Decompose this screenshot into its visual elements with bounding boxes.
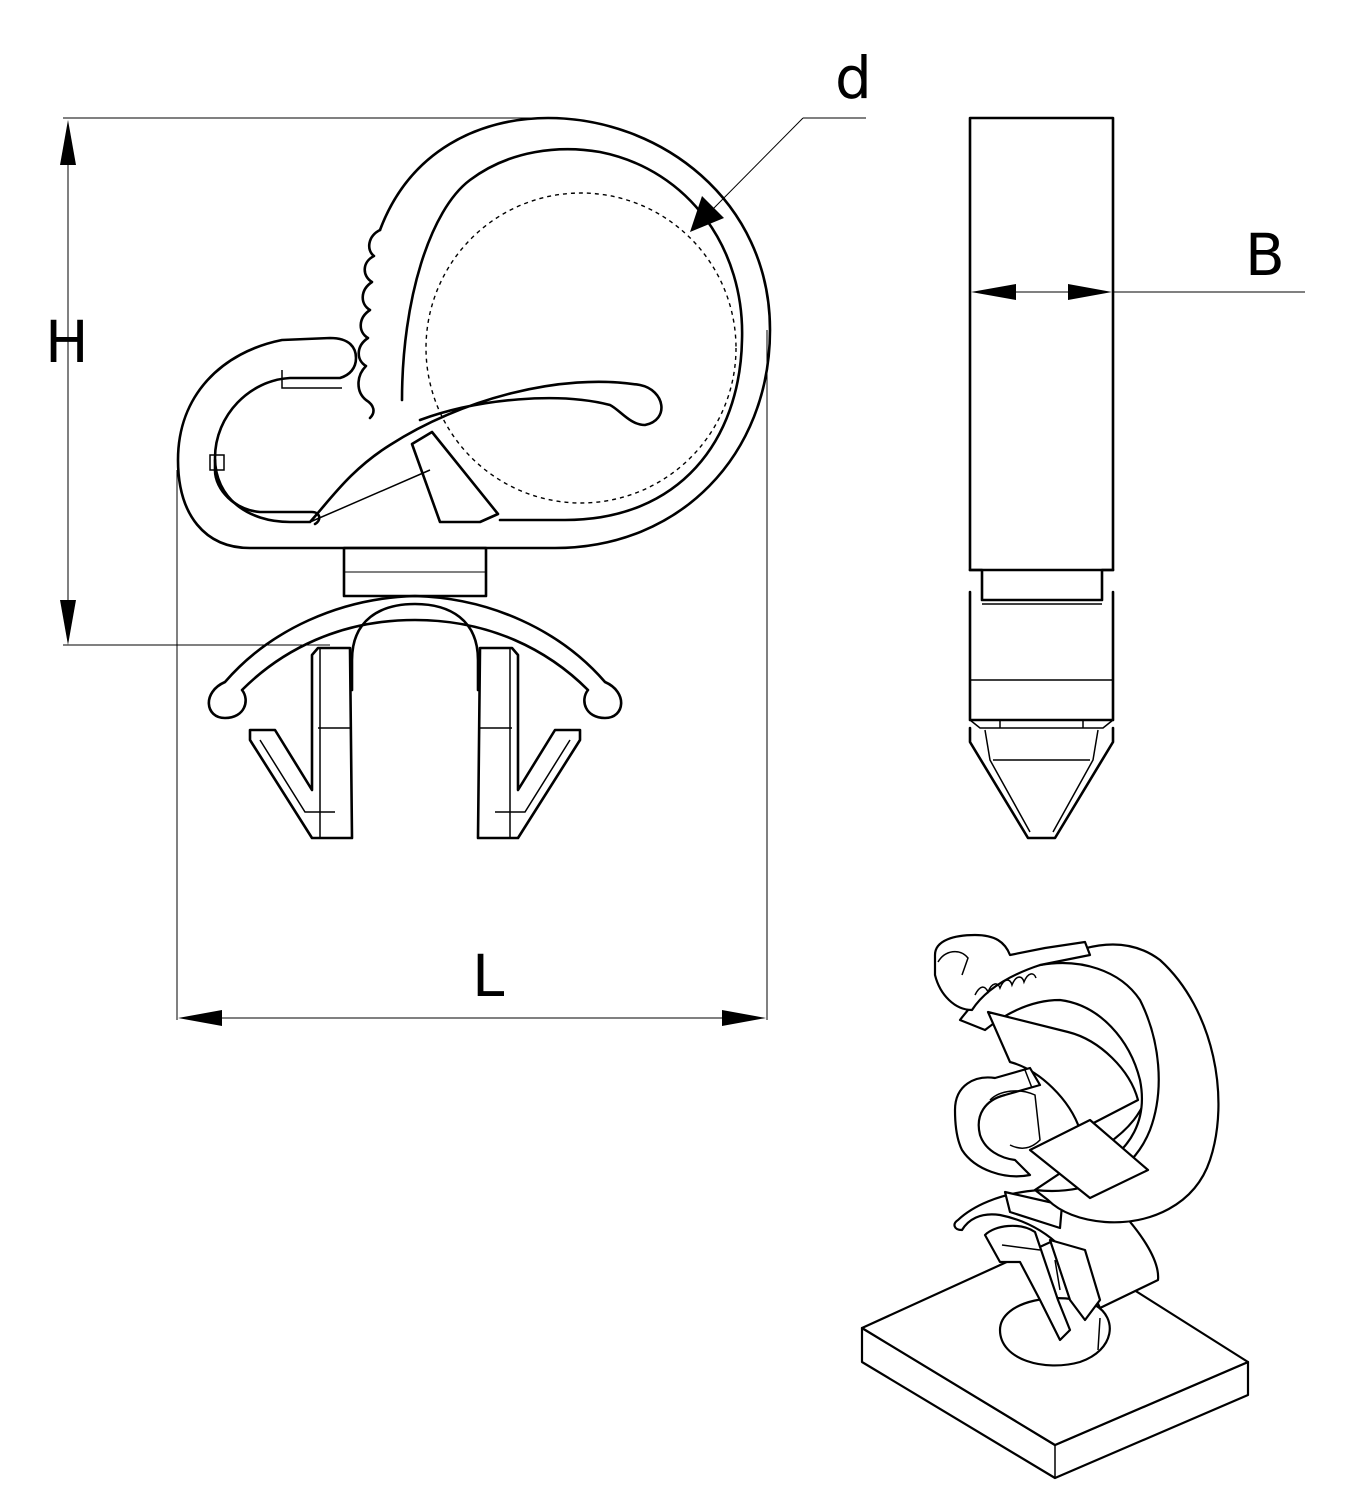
cable-diameter-circle xyxy=(425,192,737,504)
l-arrow-right xyxy=(722,1010,766,1026)
h-arrow-top xyxy=(60,120,76,165)
b-arrow-left xyxy=(971,284,1016,300)
left-hook-detail xyxy=(209,454,225,471)
clip-inner-contour xyxy=(400,147,744,522)
right-prong-detail xyxy=(480,648,571,838)
iso-small-hook xyxy=(953,1066,1042,1178)
h-arrow-bottom xyxy=(60,600,76,645)
iso-neck xyxy=(1003,1190,1064,1230)
iso-clamp-panel xyxy=(1028,1118,1150,1200)
side-tip xyxy=(968,726,1115,840)
label-d: d xyxy=(835,44,872,112)
latch-teeth xyxy=(357,228,382,420)
label-h: H xyxy=(45,308,89,376)
web-cutout xyxy=(410,430,500,524)
spring-arch xyxy=(207,594,623,720)
side-body xyxy=(968,116,1115,572)
iso-latch-teeth xyxy=(974,973,1037,996)
label-l: L xyxy=(472,942,504,1010)
left-prong xyxy=(248,646,354,840)
clip-outer-contour xyxy=(176,116,772,550)
label-b: B xyxy=(1245,221,1285,289)
left-prong-detail xyxy=(259,648,350,838)
side-view xyxy=(968,116,1305,840)
iso-latch xyxy=(933,933,1092,1012)
l-arrow-left xyxy=(178,1010,222,1026)
right-prong xyxy=(476,646,582,840)
center-u-slot xyxy=(350,602,480,692)
d-arrow xyxy=(690,196,724,232)
dimension-lines xyxy=(60,117,866,1026)
left-hook xyxy=(213,458,321,526)
isometric-view xyxy=(860,933,1250,1480)
side-step xyxy=(968,568,1115,602)
side-neck xyxy=(968,590,1115,722)
b-arrow-right xyxy=(1068,284,1112,300)
iso-prongs-right xyxy=(1048,1238,1102,1322)
front-view xyxy=(176,116,772,840)
iso-prongs xyxy=(983,1224,1072,1342)
web-inner-line xyxy=(309,469,431,523)
left-hook-tab xyxy=(281,370,342,389)
side-tip-detail xyxy=(984,729,1099,833)
side-collar xyxy=(969,719,1114,729)
